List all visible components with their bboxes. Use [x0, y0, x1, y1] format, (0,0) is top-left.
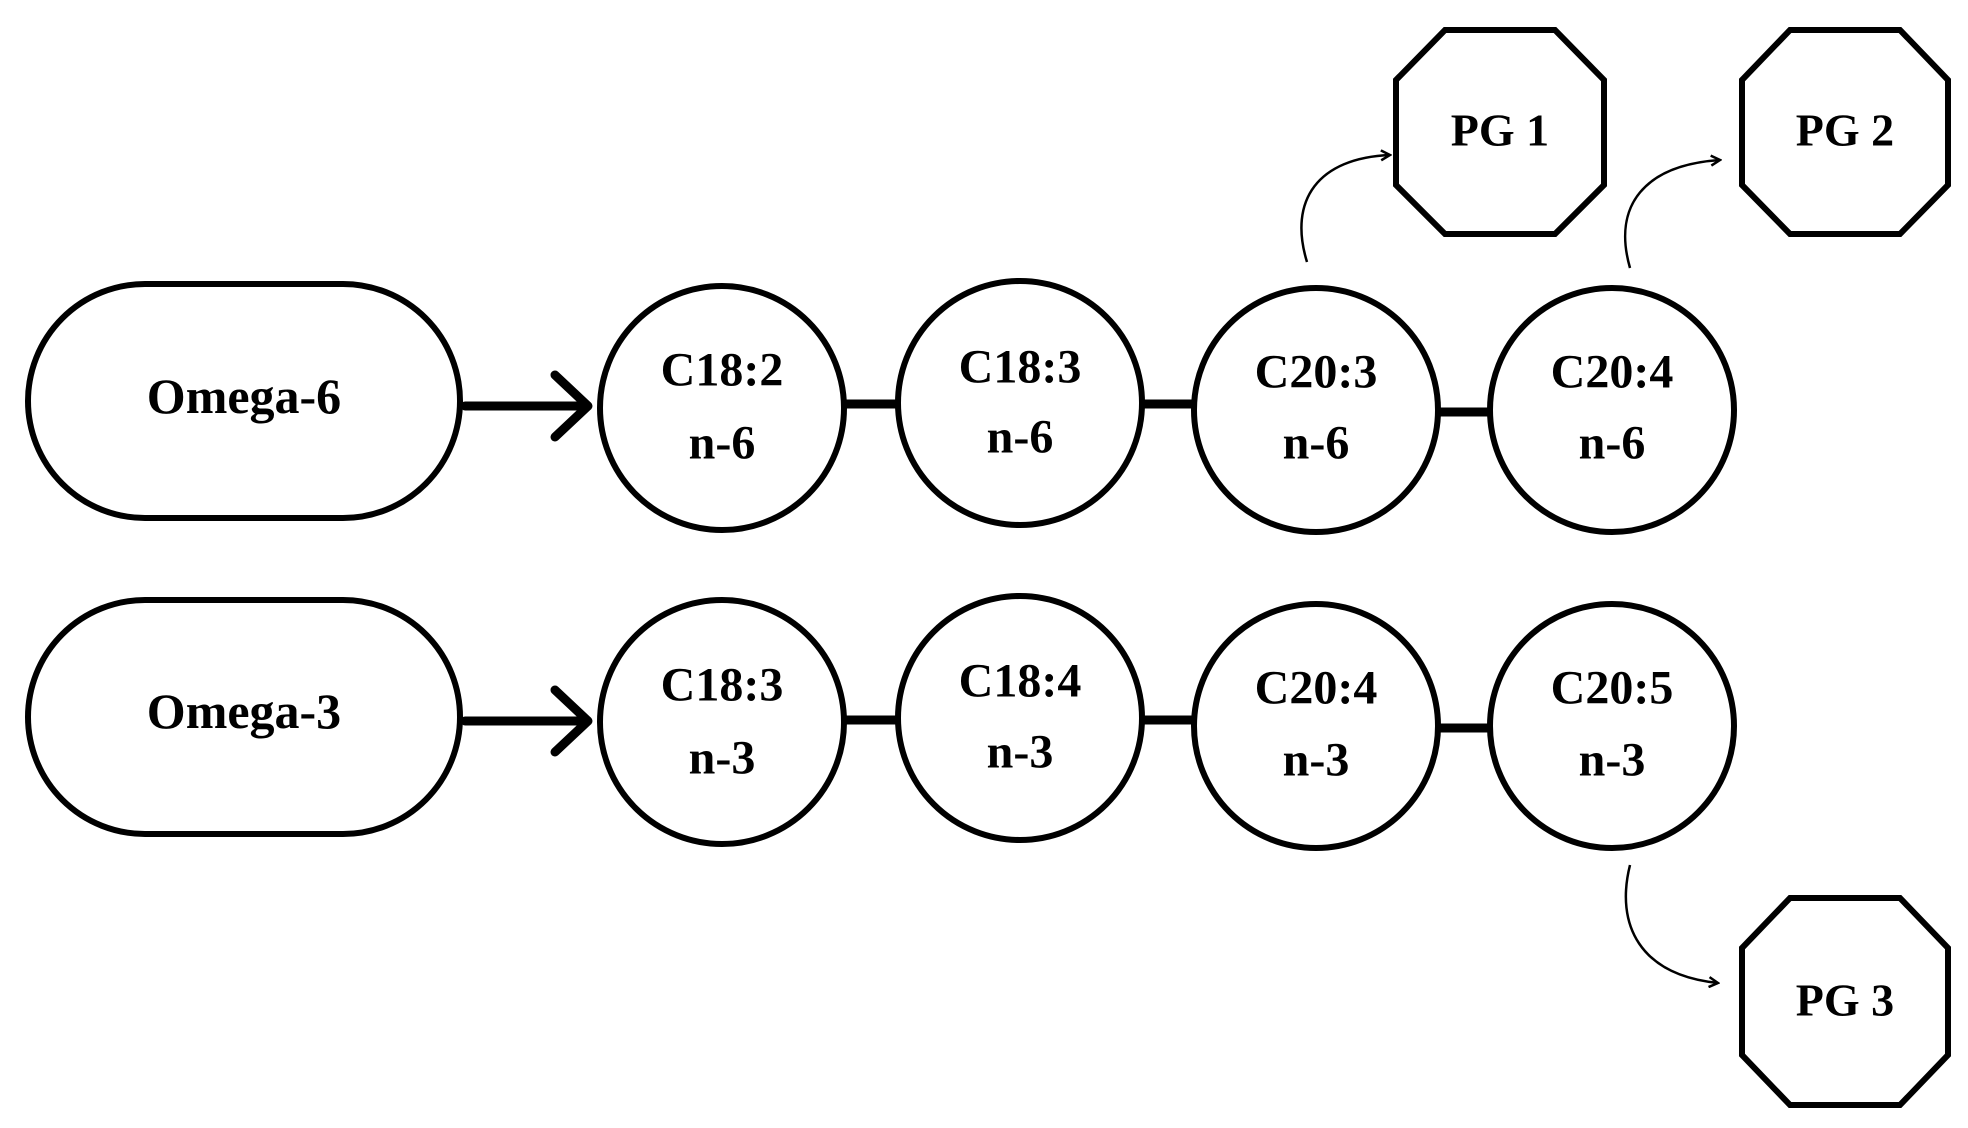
omega6-node-c20-3-series: n-6 — [1283, 417, 1350, 470]
pg3-label: PG 3 — [1796, 975, 1894, 1026]
omega6-node-c20-4-name: C20:4 — [1551, 346, 1674, 399]
pg2-arrow — [1624, 160, 1720, 269]
omega6-node-c18-2: C18:2 n-6 — [597, 283, 847, 533]
pg1-arrow — [1300, 155, 1390, 263]
omega3-node-c18-3: C18:3 n-3 — [597, 597, 847, 847]
omega6-node-c20-4: C20:4 n-6 — [1487, 285, 1737, 535]
omega3-node-c20-5-name: C20:5 — [1551, 662, 1674, 715]
omega3-node-c20-5: C20:5 n-3 — [1487, 601, 1737, 851]
omega6-node-c20-3-name: C20:3 — [1255, 346, 1378, 399]
omega6-node-c18-3: C18:3 n-6 — [895, 278, 1145, 528]
omega3-node-c20-4: C20:4 n-3 — [1191, 601, 1441, 851]
omega3-node-c18-3-name: C18:3 — [661, 659, 784, 712]
omega6-box — [25, 281, 463, 521]
omega3-node-c18-4-name: C18:4 — [959, 655, 1082, 708]
omega3-node-c20-5-series: n-3 — [1579, 734, 1646, 787]
omega3-label: Omega-3 — [147, 683, 341, 739]
omega3-node-c18-3-series: n-3 — [689, 732, 756, 785]
omega6-label: Omega-6 — [147, 368, 341, 424]
omega3-box — [25, 597, 463, 837]
omega6-node-c18-3-name: C18:3 — [959, 341, 1082, 394]
omega6-node-c20-4-series: n-6 — [1579, 417, 1646, 470]
omega3-node-c20-4-name: C20:4 — [1255, 662, 1378, 715]
omega6-arrow — [460, 370, 593, 442]
pg2-label: PG 2 — [1796, 105, 1894, 156]
omega6-node-c18-3-series: n-6 — [987, 411, 1054, 464]
omega3-arrow — [460, 685, 593, 757]
omega3-node-c20-4-series: n-3 — [1283, 734, 1350, 787]
pg3-octagon: PG 3 — [1739, 895, 1951, 1108]
omega3-row: Omega-3 C18:3 n-3 C18:4 n-3 C20:4 n-3 C2… — [25, 593, 1737, 851]
omega3-node-c18-4: C18:4 n-3 — [895, 593, 1145, 843]
omega6-node-c18-2-name: C18:2 — [661, 344, 784, 397]
pg1-label: PG 1 — [1451, 105, 1549, 156]
omega6-row: Omega-6 C18:2 n-6 C18:3 n-6 C20:3 n-6 C2… — [25, 278, 1737, 535]
omega6-node-c20-3: C20:3 n-6 — [1191, 285, 1441, 535]
pg2-octagon: PG 2 — [1739, 27, 1951, 237]
omega3-node-c18-4-series: n-3 — [987, 726, 1054, 779]
omega6-node-c18-2-series: n-6 — [689, 417, 756, 470]
pg1-octagon: PG 1 — [1393, 27, 1607, 237]
pg3-arrow — [1624, 864, 1718, 983]
